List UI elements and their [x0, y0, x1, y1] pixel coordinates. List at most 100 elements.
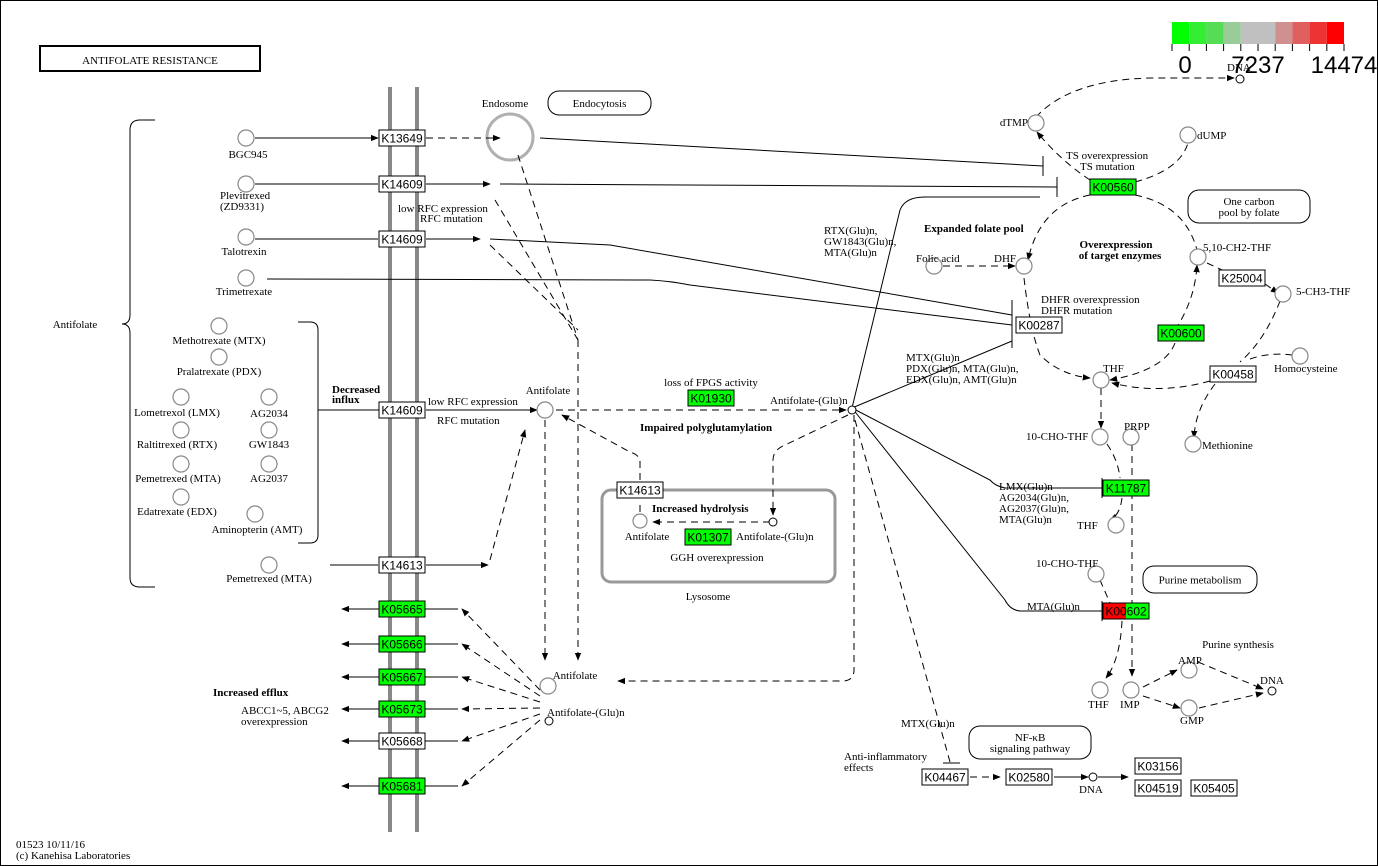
dna-label: DNA [1227, 62, 1251, 74]
gene-box-K11787[interactable]: K11787 [1102, 479, 1150, 497]
gene-label: K01930 [690, 392, 732, 406]
compound-dtmp[interactable] [1027, 114, 1045, 132]
gene-box-K14613[interactable]: K14613 [616, 481, 664, 499]
compound-antifolate-bottom[interactable] [539, 677, 557, 695]
compound-pdx[interactable] [210, 348, 228, 366]
gene-label: K05665 [381, 603, 423, 617]
legend-tick-label: 0 [1178, 52, 1191, 79]
compound-label-mta: Pemetrexed (MTA) [135, 473, 221, 485]
gene-box-K14609[interactable]: K14609 [378, 230, 426, 248]
dhfr-mutation-label: DHFR mutation [1041, 305, 1113, 317]
compound-thf-2[interactable] [1107, 516, 1125, 534]
gene-box-K00600[interactable]: K00600 [1157, 324, 1205, 342]
compound-label-plevitrexed: (ZD9331) [220, 201, 264, 213]
gene-box-K00560[interactable]: K00560 [1089, 178, 1137, 196]
rfc-mutation-label: RFC mutation [420, 213, 483, 225]
compound-antifolate-glu-bottom[interactable] [544, 716, 554, 726]
compound-plevitrexed[interactable] [237, 175, 255, 193]
overexpression-label: Overexpression [1080, 239, 1153, 251]
pathway-link-endocytosis[interactable]: Endocytosis [547, 90, 652, 116]
compound-antifolate-glu-lysosome[interactable] [768, 517, 778, 527]
compound-mta[interactable] [172, 455, 190, 473]
compound-gw1843[interactable] [260, 421, 278, 439]
compound-mtx[interactable] [210, 317, 228, 335]
thf-label: THF [1103, 363, 1124, 375]
compound-amp[interactable] [1180, 661, 1198, 679]
compound-gmp[interactable] [1180, 699, 1198, 717]
gene-box-K05673[interactable]: K05673 [378, 700, 426, 718]
compound-talotrexin[interactable] [237, 228, 255, 246]
gene-box-K04519[interactable]: K04519 [1134, 779, 1182, 797]
gene-box-K05668[interactable]: K05668 [378, 732, 426, 750]
compound-mta2[interactable] [260, 556, 278, 574]
compound-imp[interactable] [1122, 681, 1140, 699]
increased-hydrolysis-label: Increased hydrolysis [652, 503, 749, 515]
cho-thf-label: 10-CHO-THF [1036, 558, 1098, 570]
gene-box-K03156[interactable]: K03156 [1134, 757, 1182, 775]
compound-dna-purine[interactable] [1267, 686, 1277, 696]
compound-antifolate-outer[interactable] [536, 401, 554, 419]
antifolate-glu-label: Antifolate-(Glu)n [770, 395, 848, 407]
compound-ch2-thf[interactable] [1189, 248, 1207, 266]
compound-bgc945[interactable] [237, 129, 255, 147]
gene-label: K14613 [619, 484, 661, 498]
compound-dump[interactable] [1179, 126, 1197, 144]
compound-antifolate-lysosome[interactable] [632, 513, 648, 529]
compound-trimetrexate[interactable] [237, 269, 255, 287]
pathway-link-label: Endocytosis [573, 98, 627, 110]
gene-label: K05405 [1193, 782, 1235, 796]
gene-label: K00287 [1018, 319, 1060, 333]
antifolate-glu-label: Antifolate-(Glu)n [736, 531, 814, 543]
compound-rtx[interactable] [172, 421, 190, 439]
gene-box-K04467[interactable]: K04467 [921, 768, 969, 786]
pathway-title[interactable]: ANTIFOLATE RESISTANCE [39, 45, 261, 72]
compound-ag2037[interactable] [260, 455, 278, 473]
compound-folic-acid[interactable] [925, 257, 943, 275]
lysosome-compartment [600, 488, 837, 584]
antifolate-group-label: Antifolate [53, 319, 98, 331]
gene-box-K14613[interactable]: K14613 [378, 556, 426, 574]
compound-homocysteine[interactable] [1291, 347, 1309, 365]
gene-box-K14609[interactable]: K14609 [378, 401, 426, 419]
efflux-edges [341, 605, 541, 790]
gene-box-K02580[interactable]: K02580 [1005, 768, 1053, 786]
gene-box-K05665[interactable]: K05665 [378, 600, 426, 618]
compound-ag2034[interactable] [260, 388, 278, 406]
gene-box-K13649[interactable]: K13649 [378, 129, 426, 147]
gene-box-K05666[interactable]: K05666 [378, 635, 426, 653]
pathway-link-purine-metabolism[interactable]: Purine metabolism [1142, 565, 1258, 594]
gene-box-K14609[interactable]: K14609 [378, 175, 426, 193]
compound-dhf[interactable] [1015, 257, 1033, 275]
gene-box-K05667[interactable]: K05667 [378, 668, 426, 686]
compound-label-plevitrexed: Plevitrexed [220, 190, 271, 202]
gene-box-K00602[interactable]: K00602 [1102, 602, 1150, 620]
compound-antifolate-glu-n[interactable] [847, 405, 857, 415]
amp-label: AMP [1178, 655, 1202, 667]
compound-edx[interactable] [172, 488, 190, 506]
compound-prpp[interactable] [1122, 428, 1140, 446]
compound-dna-nfkb[interactable] [1088, 772, 1098, 782]
compound-cho-thf-2[interactable] [1087, 565, 1105, 583]
compound-ch3-thf[interactable] [1274, 285, 1292, 303]
compound-cho-thf-1[interactable] [1091, 428, 1109, 446]
compound-dna-top[interactable] [1235, 74, 1245, 84]
compound-methionine[interactable] [1184, 435, 1202, 453]
gene-box-K25004[interactable]: K25004 [1218, 269, 1266, 287]
gene-box-K00287[interactable]: K00287 [1015, 316, 1063, 334]
compound-amt[interactable] [246, 505, 264, 523]
gene-box-K00458[interactable]: K00458 [1209, 365, 1257, 383]
antifolate-brace [121, 119, 155, 588]
gene-box-K05405[interactable]: K05405 [1190, 779, 1238, 797]
pathway-link-label: One carbon [1223, 196, 1275, 208]
compound-label-mta2: Pemetrexed (MTA) [226, 573, 312, 585]
svg-text:ANTIFOLATE RESISTANCE: ANTIFOLATE RESISTANCE [82, 55, 218, 67]
gene-box-K01307[interactable]: K01307 [684, 528, 732, 546]
gene-box-K01930[interactable]: K01930 [687, 389, 735, 407]
compound-thf[interactable] [1092, 371, 1110, 389]
compound-thf-3[interactable] [1091, 681, 1109, 699]
compound-lmx[interactable] [172, 388, 190, 406]
gene-box-K05681[interactable]: K05681 [378, 777, 426, 795]
